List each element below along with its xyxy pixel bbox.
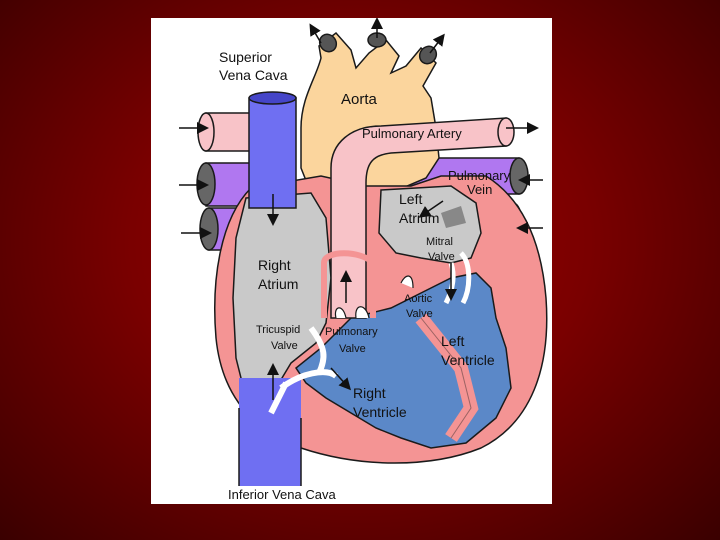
label-pulmonary-valve-2: Valve	[339, 343, 366, 355]
label-left-ventricle-1: Left	[441, 333, 464, 349]
diagram-panel: Superior Vena Cava Aorta Pulmonary Arter…	[151, 18, 552, 504]
label-right-ventricle-1: Right	[353, 385, 386, 401]
label-left-atrium-1: Left	[399, 191, 422, 207]
heart-diagram: Superior Vena Cava Aorta Pulmonary Arter…	[179, 18, 548, 502]
label-aortic-valve-1: Aortic	[404, 293, 433, 305]
label-right-atrium-1: Right	[258, 257, 291, 273]
label-superior-vena-cava-2: Vena Cava	[219, 67, 288, 83]
label-pulmonary-artery: Pulmonary Artery	[362, 126, 462, 141]
label-left-atrium-2: Atrium	[399, 210, 439, 226]
label-pulmonary-vein-2: Vein	[467, 182, 492, 197]
label-pulmonary-vein-1: Pulmonary	[448, 168, 511, 183]
aorta	[300, 31, 440, 199]
label-tricuspid-valve-2: Valve	[271, 340, 298, 352]
label-tricuspid-valve-1: Tricuspid	[256, 324, 300, 336]
label-left-ventricle-2: Ventricle	[441, 352, 495, 368]
label-superior-vena-cava-1: Superior	[219, 49, 272, 65]
vena-cava	[238, 91, 302, 486]
left-atrium	[378, 185, 482, 264]
label-aorta: Aorta	[341, 91, 378, 108]
right-atrium	[232, 192, 332, 415]
label-mitral-valve-2: Valve	[428, 251, 455, 263]
label-right-atrium-2: Atrium	[258, 276, 298, 292]
label-pulmonary-valve-1: Pulmonary	[325, 326, 378, 338]
label-inferior-vena-cava: Inferior Vena Cava	[228, 487, 336, 502]
label-aortic-valve-2: Valve	[406, 308, 433, 320]
label-right-ventricle-2: Ventricle	[353, 404, 407, 420]
flow-arrows	[179, 18, 543, 400]
label-mitral-valve-1: Mitral	[426, 236, 453, 248]
ventricles	[294, 272, 512, 449]
pulmonary-artery	[321, 117, 515, 319]
